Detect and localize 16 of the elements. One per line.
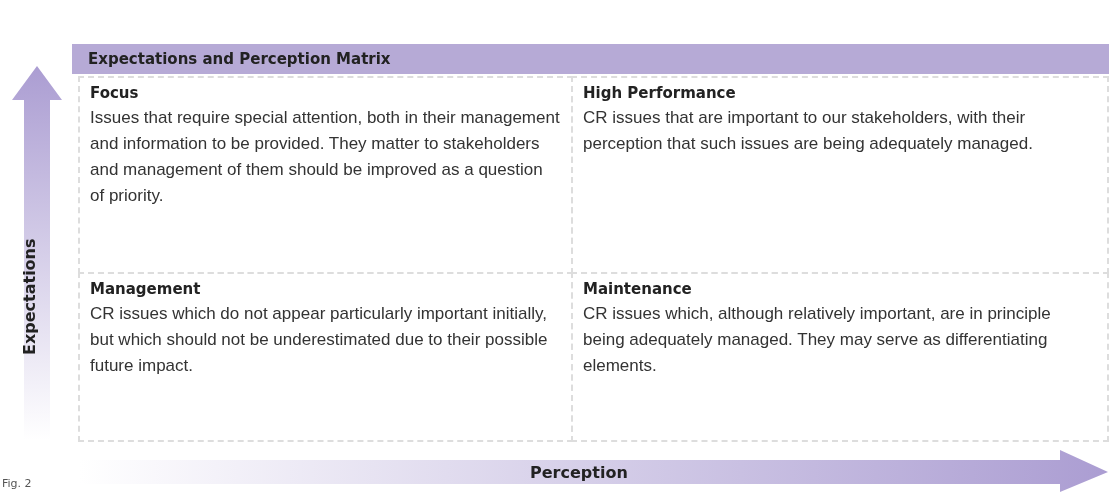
quadrant-panel — [571, 272, 1109, 442]
quadrant-description: CR issues which, although relatively important, are in principle being adequately managed. They may serve as differentiating elements. — [583, 303, 1052, 377]
axis-label: Perception — [530, 463, 628, 482]
quadrant-panel — [571, 76, 1109, 274]
quadrant-heading: Management — [90, 280, 202, 298]
quadrant-description: CR issues which do not appear particularly important initially, but which should not be underestimated due to their possible future impact. — [90, 303, 549, 377]
axis-label: Expectations — [20, 238, 39, 355]
quadrant-description: Issues that require special attention, both in their management and information to be provided. They matter to stakeholders and management of them should be improved as a question of priority. — [90, 107, 561, 207]
quadrant-heading: Focus — [90, 84, 140, 102]
figure-number: Fig. 2 — [2, 477, 32, 490]
quadrant-heading: Maintenance — [583, 280, 693, 298]
quadrant-description: CR issues that are important to our stakeholders, with their perception that such issues are being adequately managed. — [583, 107, 1034, 155]
quadrant-panel — [78, 76, 573, 274]
quadrant-heading: High Performance — [583, 84, 737, 102]
quadrant-panel — [78, 272, 573, 442]
title: Expectations and Perception Matrix — [88, 50, 391, 68]
